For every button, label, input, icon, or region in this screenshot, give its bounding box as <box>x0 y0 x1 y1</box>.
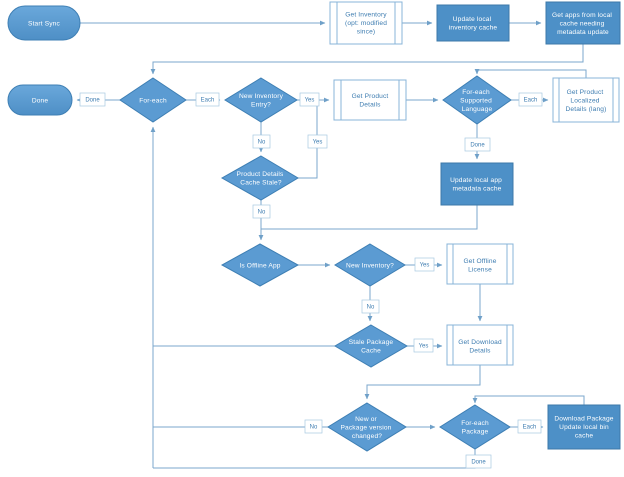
node-for-each-supported-language-label: For-each Supported Language <box>460 89 494 113</box>
edge-label-yes-new-inventory-text: Yes <box>420 263 430 269</box>
node-new-inventory[interactable]: New Inventory? <box>334 243 406 287</box>
node-get-product-localized-details[interactable]: Get Product Localized Details (lang) <box>552 77 620 123</box>
node-update-local-inventory-cache[interactable]: Update local inventory cache <box>436 4 510 42</box>
node-product-details-cache-stale[interactable]: Product Details Cache Stale? <box>220 155 299 201</box>
edge-label-no-new-inventory: No <box>361 299 380 314</box>
edge-updatelocalappmeta-down-left <box>261 205 478 230</box>
edge-label-each-foreach-text: Each <box>201 98 215 104</box>
edge-label-each-package: Each <box>517 419 542 434</box>
edge-label-no-package-version: No <box>304 419 323 434</box>
edge-label-each-supported-language: Each <box>518 92 543 107</box>
edge-label-done-package-text: Done <box>471 460 486 466</box>
edge-label-done-foreach: Done <box>79 92 106 107</box>
edge-label-each-package-text: Each <box>523 425 537 431</box>
edge-label-yes-new-inventory-entry: Yes <box>299 92 320 107</box>
edge-label-no-new-inventory-text: No <box>367 305 375 311</box>
node-done-label: Done <box>32 97 49 104</box>
node-update-local-inventory-cache-label: Update local inventory cache <box>449 16 498 32</box>
node-start-sync[interactable]: Start Sync <box>7 5 81 41</box>
node-product-details-cache-stale-label: Product Details Cache Stale? <box>237 171 286 187</box>
node-update-local-app-metadata-cache[interactable]: Update local app metadata cache <box>440 162 514 206</box>
edge-label-done-foreach-text: Done <box>85 98 100 104</box>
edge-downloadpackage-back <box>472 395 585 405</box>
node-new-or-package-version-changed-label: New or Package version changed? <box>341 416 394 440</box>
edge-foreachpackage-done-left-rail <box>153 449 476 469</box>
edge-label-no-product-details-stale: No <box>252 204 271 219</box>
edge-label-done-supported-language-text: Done <box>470 143 485 149</box>
node-new-inventory-label: New Inventory? <box>346 262 394 269</box>
edge-label-yes-product-details-stale: Yes <box>307 134 328 149</box>
edge-label-yes-product-details-stale-text: Yes <box>313 140 323 146</box>
edge-label-yes-new-inventory-entry-text: Yes <box>305 98 315 104</box>
node-done[interactable]: Done <box>7 84 73 116</box>
edge-getapps-to-foreach <box>150 44 584 75</box>
node-new-or-package-version-changed[interactable]: New or Package version changed? <box>327 402 407 452</box>
edge-label-each-supported-language-text: Each <box>524 98 538 104</box>
node-for-each-supported-language[interactable]: For-each Supported Language <box>442 75 512 125</box>
node-for-each[interactable]: For-each <box>119 77 187 123</box>
node-is-offline-app-label: Is Offline App <box>239 262 280 269</box>
node-start-sync-label: Start Sync <box>28 20 60 27</box>
edge-label-yes-stale-package-cache: Yes <box>413 338 434 353</box>
node-get-apps-from-local-cache-label: Get apps from local cache needing metada… <box>552 12 614 36</box>
edge-label-no-product-details-stale-text: No <box>258 210 266 216</box>
edge-label-no-package-version-text: No <box>310 425 318 431</box>
edge-label-no-new-inventory-entry: No <box>252 134 271 149</box>
edge-label-done-package: Done <box>465 454 492 469</box>
edge-label-yes-new-inventory: Yes <box>414 257 435 272</box>
edge-localized-back-to-foreachlang <box>474 69 587 78</box>
edge-label-each-foreach: Each <box>195 92 220 107</box>
node-update-local-app-metadata-cache-label: Update local app metadata cache <box>450 177 504 193</box>
node-get-product-localized-details-label: Get Product Localized Details (lang) <box>566 89 607 113</box>
edge-label-no-new-inventory-entry-text: No <box>258 140 266 146</box>
edge-stale-yes-to-getproductdetails <box>298 100 318 179</box>
edge-label-done-supported-language: Done <box>464 137 491 152</box>
edge-getdownloaddetails-to-pkgver <box>364 365 481 400</box>
edge-label-layer: Done Each Yes No Yes Each Done No <box>79 92 543 469</box>
node-for-each-label: For-each <box>139 97 167 104</box>
node-get-apps-from-local-cache[interactable]: Get apps from local cache needing metada… <box>545 1 621 45</box>
edge-label-yes-stale-package-cache-text: Yes <box>419 344 429 350</box>
node-is-offline-app[interactable]: Is Offline App <box>220 243 300 287</box>
